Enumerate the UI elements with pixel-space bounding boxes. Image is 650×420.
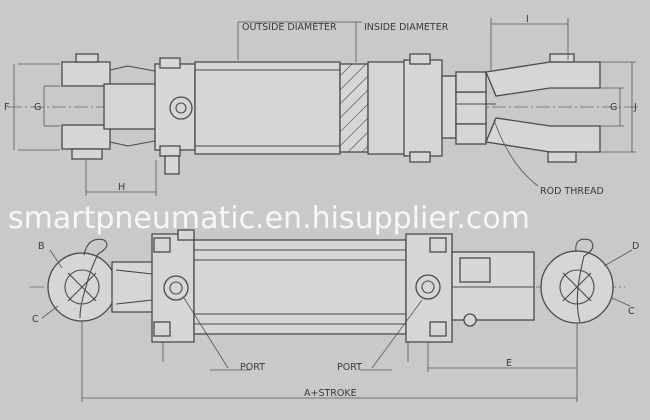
pin-head-bottom [71,148,103,160]
right-pin-head-bottom [547,151,577,163]
top-dimensions [13,18,636,196]
gland [441,75,457,139]
bolt-bottom-right [429,321,447,337]
cross-pin-hole-top [169,96,193,120]
label-dim-c-right: C [628,306,635,317]
rod-and-right-clevis [455,53,601,163]
tie-rod-nut-top-left [159,57,181,69]
rod-nut-top [455,71,487,93]
label-dim-e: E [506,358,512,369]
piston-hatching [339,63,369,153]
label-dim-b: B [38,241,45,252]
left-end-cap [154,57,196,175]
right-port-circle [415,274,441,300]
rod-end-block [403,59,443,157]
label-outside-diameter: OUTSIDE DIAMETER [242,22,337,33]
bottom-dimensions [41,249,633,402]
bottom-rod-and-eye [451,238,614,327]
label-inside-diameter: INSIDE DIAMETER [364,22,449,33]
label-dim-c-left: C [32,314,39,325]
bolt-top-right [429,237,447,253]
bottom-view: B C D C PORT PORT E A+STROKE [30,229,639,402]
bottom-right-end-cap [405,233,453,343]
cylinder-barrel-top [194,61,407,155]
left-clevis [61,53,161,160]
clevis-body [103,83,157,130]
right-clevis-upper [485,61,601,97]
left-port-circle [163,275,189,301]
barrel [194,61,341,155]
bottom-left-end-cap [151,229,195,343]
left-eye [47,238,161,322]
rod-nut-bottom [455,123,487,145]
pin-head-top [75,53,99,63]
right-pin-head-top [549,53,575,63]
label-dim-d: D [632,241,639,252]
right-clevis-lower [485,117,601,153]
clevis-upper-ear [61,61,111,87]
label-a-plus-stroke: A+STROKE [304,388,357,399]
label-dim-g-left: G [34,102,41,113]
clevis-lower-ear [61,124,111,150]
label-dim-j: J [633,102,637,113]
label-port-right: PORT [337,362,362,373]
top-view: OUTSIDE DIAMETER INSIDE DIAMETER I F G G… [4,14,640,197]
bottom-barrel-body [193,239,407,335]
label-dim-f: F [4,102,9,113]
label-port-left: PORT [240,362,265,373]
rod [455,91,487,125]
clevis-outline [109,65,161,147]
rod-thread-leader [493,119,539,187]
label-dim-g-right: G [610,102,617,113]
port-fitting-top-left [164,155,180,175]
bottom-barrel [193,239,407,335]
tie-rod-nut-bottom-right [409,151,431,163]
label-rod-thread: ROD THREAD [540,186,604,197]
cross-pin-inner-top [175,102,187,114]
rod-set-screw [463,313,477,327]
bolt-bottom-left [153,321,171,337]
barrel-rod-end [367,61,407,155]
right-cotter-pin [575,238,594,323]
label-dim-h: H [118,182,125,193]
tie-rod-nut-top-right [409,53,431,65]
tie-rod-nut-bottom-left [159,145,181,157]
right-end-cap [403,53,457,163]
label-dim-i: I [526,14,529,25]
watermark-text: smartpneumatic.en.hisupplier.com [8,201,530,236]
bolt-top-left [153,237,171,253]
left-cotter-pin [79,238,108,319]
